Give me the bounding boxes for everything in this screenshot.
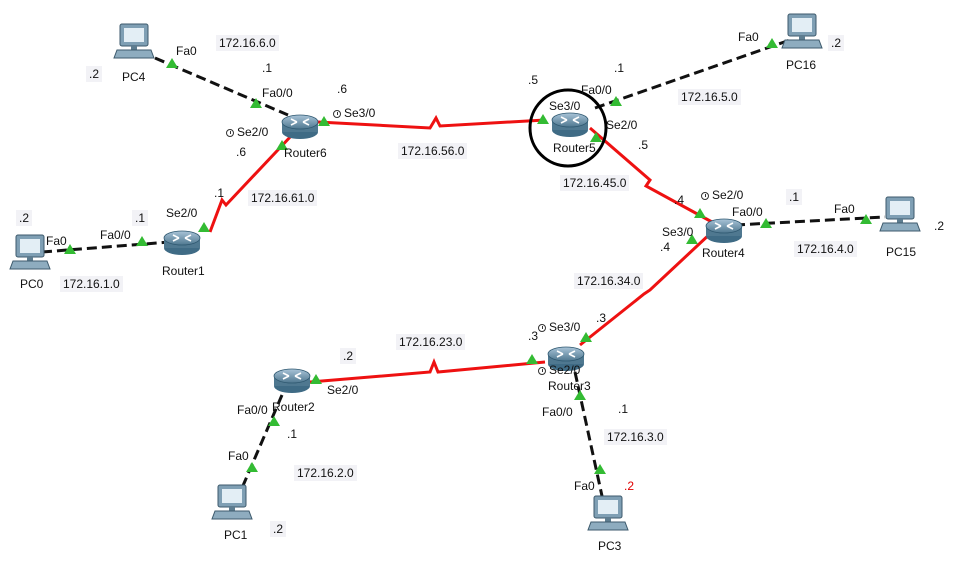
router4-name: Router4 (702, 246, 745, 260)
pc15-host-label: .2 (934, 219, 945, 233)
pc0-name: PC0 (20, 277, 44, 291)
r5-se2-host-label: .5 (638, 138, 649, 152)
r3-fa00-label: Fa0/0 (542, 405, 573, 419)
pc0-host-label: .2 (16, 210, 33, 226)
pc1-icon[interactable] (211, 484, 253, 520)
r3-se3-host-label: .3 (596, 311, 607, 325)
link-router4-pc15[interactable] (734, 215, 886, 227)
r6-se30-label: Se3/0 (333, 106, 375, 120)
r2-se20-label: Se2/0 (327, 383, 359, 397)
pc1-name: PC1 (224, 528, 248, 542)
pc15-name: PC15 (886, 245, 917, 259)
pc16-fa0-label: Fa0 (738, 30, 759, 44)
pc15-icon[interactable] (879, 196, 921, 232)
r6-se3-host-label: .6 (337, 82, 348, 96)
pc1-fa0-label: Fa0 (228, 449, 249, 463)
r5-se20-label: Se2/0 (606, 118, 638, 132)
link-pc0-router1[interactable] (41, 240, 171, 254)
pc16-icon[interactable] (781, 13, 823, 49)
r1-se2-host-label: .1 (214, 186, 225, 200)
r6-se20-label: Se2/0 (226, 125, 268, 139)
net-label-56: 172.16.56.0 (398, 143, 468, 159)
net-label-3: 172.16.3.0 (604, 429, 667, 445)
r5-fa00-label: Fa0/0 (581, 83, 612, 97)
router1-icon[interactable] (163, 230, 201, 256)
r2-se2-host-label: .2 (340, 348, 357, 364)
router5-icon[interactable] (551, 112, 589, 138)
port-indicators (64, 38, 872, 474)
pc4-icon[interactable] (113, 23, 155, 59)
net-label-61: 172.16.61.0 (248, 190, 318, 206)
pc4-host-label: .2 (86, 66, 103, 82)
r4-se20-label: Se2/0 (701, 188, 743, 202)
r1-fa00-label: Fa0/0 (100, 228, 131, 242)
net-label-5: 172.16.5.0 (678, 89, 741, 105)
link-router2-router3[interactable] (309, 357, 546, 384)
router2-icon[interactable] (273, 368, 311, 394)
r6-fa00-label: Fa0/0 (262, 86, 293, 100)
r3-se2-host-label: .3 (528, 329, 539, 343)
r1-se20-label: Se2/0 (166, 206, 198, 220)
r1-fa-host-label: .1 (132, 210, 149, 226)
link-router5-pc16[interactable] (594, 38, 791, 110)
r4-fa00-label: Fa0/0 (732, 205, 763, 219)
r3-se20-label: Se2/0 (538, 363, 580, 377)
r2-fa-host-label: .1 (287, 427, 298, 441)
net-label-1: 172.16.1.0 (60, 276, 123, 292)
r3-fa-host-label: .1 (618, 402, 629, 416)
net-label-23: 172.16.23.0 (396, 334, 466, 350)
router1-name: Router1 (162, 264, 205, 278)
router2-name: Router2 (272, 400, 315, 414)
pc3-host-label: .2 (624, 479, 635, 493)
pc3-fa0-label: Fa0 (574, 479, 595, 493)
pc1-host-label: .2 (270, 521, 287, 537)
r6-fa-host-label: .1 (262, 61, 273, 75)
router3-name: Router3 (548, 379, 591, 393)
pc0-fa0-label: Fa0 (46, 234, 67, 248)
net-label-45: 172.16.45.0 (560, 175, 630, 191)
r3-se30-label: Se3/0 (538, 320, 580, 334)
pc4-fa0-label: Fa0 (176, 44, 197, 58)
pc3-icon[interactable] (587, 495, 629, 531)
pc4-name: PC4 (122, 70, 146, 84)
link-router1-router6[interactable] (208, 133, 294, 233)
router4-icon[interactable] (705, 218, 743, 244)
link-router2-pc1[interactable] (240, 394, 284, 489)
serial-links (208, 114, 714, 384)
net-label-2: 172.16.2.0 (294, 465, 357, 481)
r4-se30-label: Se3/0 (662, 225, 694, 239)
net-label-6: 172.16.6.0 (216, 35, 279, 51)
r4-se2-host-label: .4 (674, 193, 685, 207)
r6-se2-host-label: .6 (236, 145, 247, 159)
pc16-host-label: .2 (828, 35, 845, 51)
link-router5-router4[interactable] (589, 126, 713, 224)
r4-se3-host-label: .4 (660, 240, 671, 254)
link-router6-router5[interactable] (317, 114, 546, 130)
router6-icon[interactable] (281, 114, 319, 140)
pc0-icon[interactable] (9, 234, 51, 270)
net-label-34: 172.16.34.0 (574, 273, 644, 289)
pc16-name: PC16 (786, 58, 817, 72)
router6-name: Router6 (284, 146, 327, 160)
r5-fa-host-label: .1 (614, 61, 625, 75)
router5-name: Router5 (553, 141, 596, 155)
net-label-4: 172.16.4.0 (794, 241, 857, 257)
pc15-fa0-label: Fa0 (834, 202, 855, 216)
pc3-name: PC3 (598, 539, 622, 553)
router5-highlight-circle (528, 88, 608, 168)
link-router4-router3[interactable] (579, 230, 714, 347)
r5-se30-label: Se3/0 (549, 99, 581, 113)
r4-fa-host-label: .1 (786, 189, 803, 205)
r5-se3-host-label: .5 (528, 73, 539, 87)
r2-fa00-label: Fa0/0 (237, 403, 268, 417)
